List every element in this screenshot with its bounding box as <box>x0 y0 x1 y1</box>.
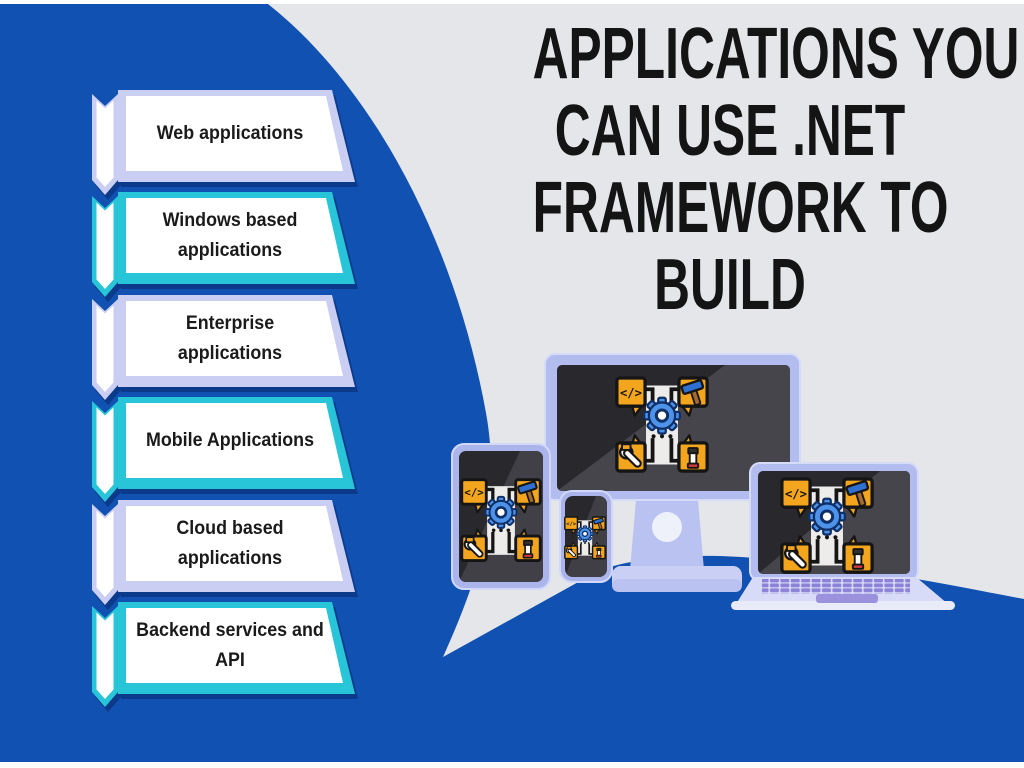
smartphone <box>559 490 613 583</box>
top-edge-strip <box>0 0 1024 4</box>
title-line-2: CAN USE .NET <box>554 91 906 171</box>
title-line-1: APPLICATIONS YOU <box>532 14 1020 94</box>
banner-ribbon-shape <box>92 295 355 400</box>
banner-label: Backend services and API <box>136 620 324 671</box>
banner-ribbon-shape <box>92 192 355 297</box>
banner-web-applications: Web applications <box>92 90 358 196</box>
banner-ribbon-shape <box>92 602 355 707</box>
title-line-3: FRAMEWORK TO <box>532 168 949 248</box>
banner-cloud-applications: Cloud based applications <box>92 500 358 606</box>
laptop-keyboard <box>762 579 910 594</box>
tablet <box>451 443 551 590</box>
laptop-front-lip <box>731 601 955 610</box>
banner-backend-services-api: Backend services and API <box>92 602 358 708</box>
banner-mobile-applications: Mobile Applications <box>92 397 358 503</box>
laptop-trackpad <box>816 594 878 603</box>
banner-ribbon-shape <box>92 500 355 605</box>
monitor-stand-hole <box>652 512 682 542</box>
title-line-4: BUILD <box>654 245 806 325</box>
page-title: APPLICATIONS YOU CAN USE .NET FRAMEWORK … <box>532 14 1020 325</box>
banner-ribbon-shape <box>92 90 355 195</box>
banner-windows-applications: Windows based applications <box>92 192 358 298</box>
desktop-monitor <box>544 353 801 592</box>
banner-enterprise-applications: Enterprise applications <box>92 295 358 401</box>
banner-ribbon-shape <box>92 397 355 502</box>
banner-label: Windows based applications <box>162 210 298 261</box>
banner-label: Enterprise applications <box>177 313 283 364</box>
bottom-edge-strip <box>0 762 1024 768</box>
banner-label: Web applications <box>156 123 304 144</box>
banner-label: Cloud based applications <box>176 518 284 569</box>
banner-label: Mobile Applications <box>145 430 315 451</box>
laptop <box>731 462 955 610</box>
